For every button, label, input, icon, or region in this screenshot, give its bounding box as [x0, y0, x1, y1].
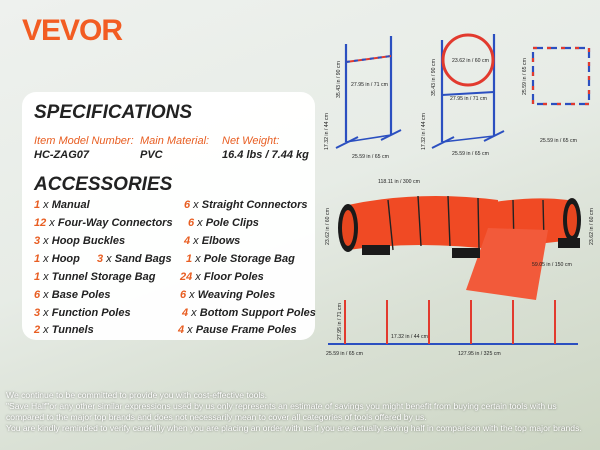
jump-depth-label: 17.32 in / 44 cm — [324, 113, 330, 150]
accessory-item: 1 x Hoop — [34, 253, 80, 265]
tunnel-diameter-right-label: 23.62 in / 60 cm — [589, 208, 595, 245]
accessory-item: 3 x Function Poles — [34, 307, 131, 319]
accessories-title: ACCESSORIES — [34, 174, 173, 195]
weave-poles-diagram — [328, 300, 578, 345]
accessory-item: 3 x Sand Bags — [97, 253, 172, 265]
accessory-item: 2 x Tunnels — [34, 324, 94, 336]
product-diagram: 35.43 in / 90 cm 27.95 in / 71 cm 17.32 … — [324, 33, 595, 357]
brand-logo: VEVOR — [22, 14, 123, 47]
hoop-height-label: 35.43 in / 90 cm — [431, 59, 437, 96]
accessory-item: 12 x Four-Way Connectors — [34, 217, 173, 229]
accessory-item: 24 x Floor Poles — [180, 271, 264, 283]
weave-height-label: 27.95 in / 71 cm — [337, 303, 343, 340]
accessory-item: 6 x Base Poles — [34, 289, 111, 301]
model-label: Item Model Number: — [34, 135, 134, 147]
accessory-item: 6 x Weaving Poles — [180, 289, 276, 301]
hoop-depth-label: 17.32 in / 44 cm — [421, 113, 427, 150]
accessory-item: 4 x Bottom Support Poles — [182, 307, 316, 319]
chute-length-label: 59.05 in / 150 cm — [532, 262, 572, 268]
accessory-item: 3 x Hoop Buckles — [34, 235, 126, 247]
jump-height-label: 35.43 in / 90 cm — [336, 61, 342, 98]
hoop-base-label: 25.59 in / 65 cm — [452, 151, 489, 157]
accessory-item: 1 x Manual — [34, 199, 90, 211]
weight-label: Net Weight: — [222, 135, 280, 147]
weave-base-label: 25.59 in / 65 cm — [326, 351, 363, 357]
accessory-item: 1 x Pole Storage Bag — [186, 253, 295, 265]
accessory-item: 1 x Tunnel Storage Bag — [34, 271, 156, 283]
weave-total-label: 127.95 in / 325 cm — [458, 351, 501, 357]
jump-frame-diagram — [335, 36, 402, 149]
hoop-frame-diagram — [431, 33, 505, 149]
square-width-label: 25.59 in / 65 cm — [540, 138, 577, 144]
weight-value: 16.4 lbs / 7.44 kg — [222, 149, 309, 161]
jump-bar-label: 27.95 in / 71 cm — [351, 82, 388, 88]
model-value: HC-ZAG07 — [34, 149, 90, 161]
accessory-item: 6 x Pole Clips — [188, 217, 259, 229]
footer-line-4: You are kindly reminded to verify carefu… — [6, 423, 582, 433]
accessory-item: 6 x Straight Connectors — [184, 199, 308, 211]
accessory-item: 4 x Pause Frame Poles — [178, 324, 297, 336]
footer-line-1: We continue to be committed to provide y… — [6, 390, 267, 400]
weave-spacing-label: 17.32 in / 44 cm — [391, 334, 428, 340]
material-label: Main Material: — [140, 135, 210, 147]
tunnel-diagram — [338, 195, 581, 300]
square-height-label: 25.59 in / 65 cm — [522, 58, 528, 95]
spec-card: SPECIFICATIONS Item Model Number: Main M… — [22, 92, 316, 340]
material-value: PVC — [140, 149, 163, 161]
tunnel-diameter-left-label: 23.62 in / 60 cm — [325, 208, 331, 245]
hoop-bar-label: 27.95 in / 71 cm — [450, 96, 487, 102]
hoop-diameter-label: 23.62 in / 60 cm — [452, 58, 489, 64]
spec-title: SPECIFICATIONS — [34, 102, 192, 123]
accessory-item: 4 x Elbows — [184, 235, 241, 247]
jump-base-label: 25.59 in / 65 cm — [352, 154, 389, 160]
tunnel-length-label: 118.11 in / 300 cm — [378, 179, 420, 185]
footer-line-2: "Save Half"or any other similar expressi… — [6, 401, 557, 411]
footer-line-3: compared to the major top brands and doe… — [6, 412, 427, 422]
pause-frame-diagram — [531, 46, 591, 106]
